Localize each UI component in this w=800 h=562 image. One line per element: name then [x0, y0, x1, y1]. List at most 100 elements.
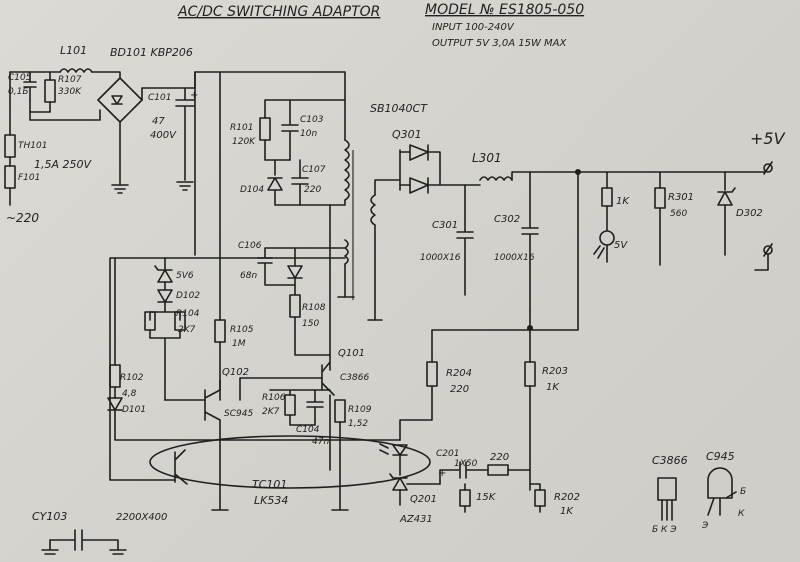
- r301-resistor: [654, 187, 666, 209]
- ground-symbol: [111, 184, 129, 194]
- r105-resistor: [214, 319, 226, 343]
- cy103-value: 2200X400: [116, 512, 167, 523]
- q301-diode-b: [409, 177, 429, 194]
- r301-label: R301: [668, 192, 694, 203]
- snubber-network: R101 120K C103 10n D104 C107 220: [230, 99, 346, 206]
- l101-inductor: [59, 68, 93, 73]
- d101-label: D101: [122, 405, 146, 415]
- r104-label: R104: [176, 309, 200, 319]
- r202-value: 1K: [560, 506, 574, 517]
- transistor-pinout: C3866 Б К Э C945 Э К Б: [652, 450, 746, 535]
- q301-diode-a: [409, 144, 429, 161]
- secondary-winding: [370, 194, 376, 226]
- c201-label: C201: [436, 449, 459, 459]
- r107-resistor: [44, 79, 56, 103]
- th101-label: TH101: [18, 141, 47, 151]
- r105-label: R105: [230, 325, 254, 335]
- f101-fuse: [4, 165, 16, 189]
- q102-type: SC945: [224, 409, 253, 419]
- c103-label: C103: [300, 115, 324, 125]
- c302-value: 1000X16: [494, 253, 535, 263]
- r-220-value: 220: [490, 452, 509, 463]
- zener-value: 5V6: [176, 271, 194, 281]
- pinout-right-k: К: [738, 509, 745, 519]
- pinout-right-e: Э: [701, 521, 709, 531]
- r-15k-resistor: [459, 489, 471, 507]
- mains-label: ~220: [6, 211, 39, 225]
- c945-package: [707, 467, 733, 499]
- q102-label: Q102: [222, 367, 249, 378]
- r202-resistor: [534, 489, 546, 507]
- bd101-label: BD101 KBP206: [110, 46, 193, 59]
- q201-type: AZ431: [399, 514, 433, 525]
- r203-label: R203: [542, 366, 568, 377]
- th101-thermistor: [4, 134, 16, 158]
- d302-zener: [717, 187, 736, 206]
- primary-winding: [344, 139, 350, 201]
- tc101-optocoupler-outline: [149, 435, 431, 489]
- c101-value1: 47: [152, 116, 165, 127]
- d102-diode: [157, 289, 173, 303]
- c104-value: 47n: [312, 437, 329, 447]
- r204-value: 220: [450, 384, 469, 395]
- r104-value: 2K7: [178, 325, 196, 335]
- r102-resistor: [109, 364, 121, 388]
- input-stage: L101 C105 0,1Б R107 330K TH101 F101 1,5A…: [4, 44, 346, 256]
- r109-resistor: [334, 399, 346, 423]
- r203-resistor: [524, 361, 536, 387]
- ground-symbol-2: [176, 181, 194, 191]
- c301-label: C301: [432, 220, 458, 231]
- q301-type: SB1040CT: [370, 102, 428, 115]
- r108-value: 150: [302, 319, 319, 329]
- r101-value: 120K: [232, 137, 256, 147]
- r203-value: 1K: [546, 382, 560, 393]
- r105-value: 1M: [232, 339, 246, 349]
- d104-diode: [267, 177, 283, 191]
- pinout-right-label: C945: [706, 450, 735, 463]
- c105-label: C105: [8, 73, 32, 83]
- l301-inductor: [479, 176, 513, 181]
- model-number: MODEL № ES1805-050: [425, 2, 584, 18]
- c101-value2: 400V: [150, 130, 177, 141]
- output-terminal-positive: [763, 163, 773, 173]
- r301-value: 560: [670, 209, 687, 219]
- c302-label: C302: [494, 214, 520, 225]
- transformer: [329, 99, 401, 321]
- r107-value: 330K: [58, 87, 82, 97]
- r202-label: R202: [554, 492, 580, 503]
- c201-capacitor: [439, 461, 489, 485]
- r109-value: 1,52: [348, 419, 368, 429]
- f101-label: F101: [18, 173, 40, 183]
- q201-label: Q201: [410, 494, 437, 505]
- tc101-label: TC101: [252, 478, 287, 491]
- c103-value: 10n: [300, 129, 317, 139]
- d302-label: D302: [736, 208, 763, 219]
- output-spec: OUTPUT 5V 3,0A 15W MAX: [432, 38, 568, 49]
- c107-label: C107: [302, 165, 326, 175]
- d103-diode: [287, 265, 303, 279]
- output-voltage-label: +5V: [750, 129, 786, 148]
- title: AC/DC SWITCHING ADAPTOR: [177, 4, 380, 20]
- c104-capacitor: [306, 389, 324, 421]
- r102-value: 4,8: [122, 389, 137, 399]
- r107-label: R107: [58, 75, 82, 85]
- cy103-capacitor: [49, 529, 119, 551]
- r204-label: R204: [446, 368, 472, 379]
- c105-capacitor: [23, 71, 37, 101]
- c103-capacitor: [281, 99, 299, 161]
- d102-label: D102: [176, 291, 200, 301]
- c3866-package: [657, 477, 677, 501]
- c107-value: 220: [304, 185, 321, 195]
- secondary-stage: SB1040CT Q301 L301 C301 1000X16 C302 100…: [370, 102, 786, 525]
- zener-5v6: [154, 265, 173, 283]
- r-220-resistor: [487, 464, 509, 476]
- primary-drive: C106 68n R108 150 5V6 D102 R104 2K7 R102…: [32, 71, 431, 555]
- tc101-phototransistor: [174, 449, 188, 485]
- q101-transistor: [321, 354, 335, 396]
- r101-label: R101: [230, 123, 253, 133]
- q101-type: C3866: [340, 373, 369, 383]
- q301-label: Q301: [392, 128, 422, 141]
- r-15k-value: 15K: [476, 492, 497, 503]
